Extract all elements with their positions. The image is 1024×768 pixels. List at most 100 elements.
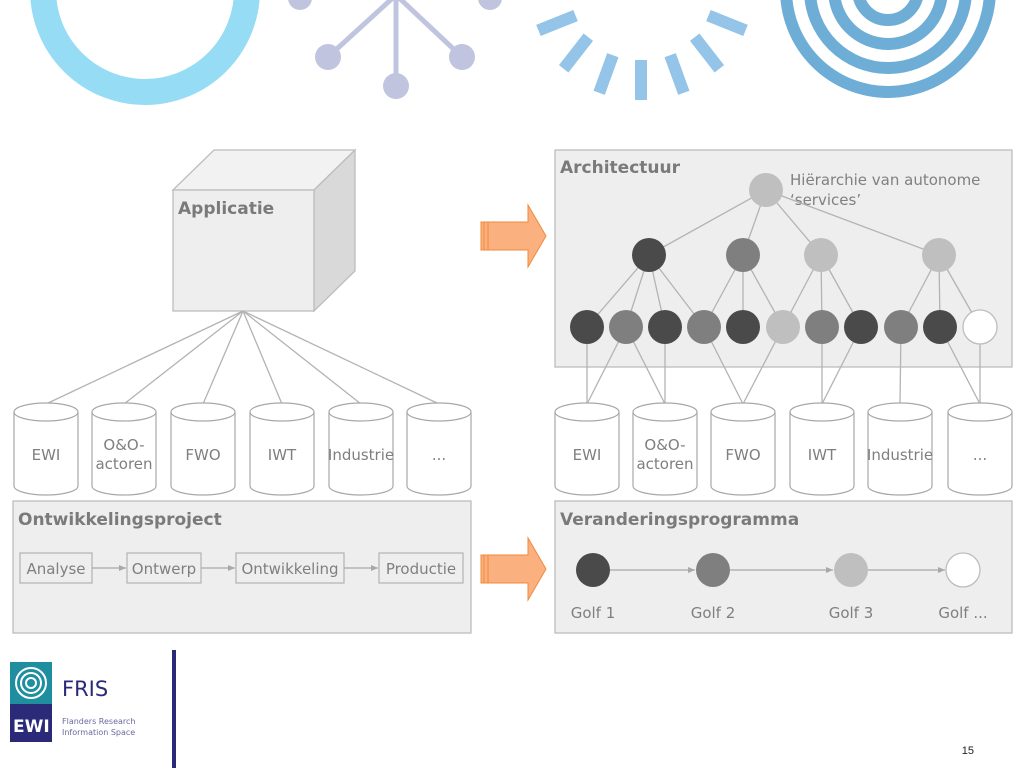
left-database-2: FWO	[170, 402, 236, 496]
right-database-5: ...	[947, 402, 1013, 496]
program-title: Veranderingsprogramma	[560, 510, 799, 530]
cylinder-body	[789, 412, 855, 496]
application-label: Applicatie	[178, 199, 274, 219]
logo-tagline-2: Information Space	[62, 728, 135, 737]
wave-node	[696, 553, 730, 587]
cylinder-body	[406, 412, 472, 496]
database-label: ...	[973, 446, 987, 464]
database-label: IWT	[268, 446, 297, 464]
project-step-2: Ontwikkeling	[235, 552, 345, 584]
application-link-3	[242, 310, 283, 405]
left-database-4: Industrie	[328, 402, 394, 496]
service-node-l2-1	[609, 310, 643, 344]
database-label: actoren	[95, 455, 152, 473]
database-label: IWT	[808, 446, 837, 464]
logo-tagline-1: Flanders Research	[62, 717, 136, 726]
decorative-header	[30, 0, 996, 105]
service-node-l1-3	[922, 238, 956, 272]
service-node-l2-3	[687, 310, 721, 344]
wave-node	[834, 553, 868, 587]
page-number: 15	[961, 745, 974, 757]
cylinder-body	[710, 412, 776, 496]
network-star-decoration	[288, 0, 502, 99]
cylinder-body	[249, 412, 315, 496]
transform-arrow-top	[480, 203, 547, 269]
cylinder-body	[554, 412, 620, 496]
project-step-1: Ontwerp	[126, 552, 202, 584]
database-label: O&O-	[103, 436, 144, 454]
cylinder-body	[632, 412, 698, 496]
database-label: FWO	[725, 446, 760, 464]
service-tree-nodes	[570, 173, 998, 345]
left-database-3: IWT	[249, 402, 315, 496]
sun-rays-decoration	[536, 9, 748, 100]
cylinder-body	[328, 412, 394, 496]
database-label: Industrie	[867, 446, 933, 464]
spiral-decoration	[780, 0, 996, 98]
cylinder-top	[170, 402, 236, 422]
service-node-l1-1	[726, 238, 760, 272]
program-wave-3: Golf ...	[938, 552, 988, 622]
cylinder-top	[328, 402, 394, 422]
left-databases: EWI O&O-actoren FWO IWT Industrie...	[13, 402, 472, 496]
cylinder-top	[710, 402, 776, 422]
tree-link	[648, 189, 767, 256]
logo-name: FRIS	[62, 677, 108, 701]
cylinder-top	[249, 402, 315, 422]
cylinder-top	[13, 402, 79, 422]
program-panel: Veranderingsprogramma	[554, 500, 1013, 634]
project-step-label: Ontwikkeling	[241, 560, 338, 578]
service-node-l1-2	[804, 238, 838, 272]
database-label: actoren	[636, 455, 693, 473]
application-links	[45, 310, 440, 405]
database-label: O&O-	[644, 436, 685, 454]
logo-divider	[172, 650, 176, 768]
service-node-l2-7	[844, 310, 878, 344]
service-node-l2-9	[923, 310, 957, 344]
left-database-1: O&O-actoren	[91, 402, 157, 496]
cylinder-top	[947, 402, 1013, 422]
wave-node	[945, 552, 981, 588]
service-node-l2-6	[805, 310, 839, 344]
service-node-root	[749, 173, 783, 207]
application-link-2	[202, 310, 244, 405]
cylinder-top	[867, 402, 933, 422]
program-wave-0: Golf 1	[571, 553, 615, 622]
wave-label: Golf ...	[938, 604, 987, 622]
fris-logo: EWI FRIS Flanders Research Information S…	[10, 662, 170, 750]
cylinder-body	[867, 412, 933, 496]
cylinder-top	[406, 402, 472, 422]
program-wave-2: Golf 3	[829, 553, 873, 622]
transform-arrow-bottom	[480, 536, 547, 602]
right-database-3: IWT	[789, 402, 855, 496]
project-step-label: Ontwerp	[132, 560, 196, 578]
application-link-4	[242, 310, 362, 405]
service-node-l2-8	[884, 310, 918, 344]
database-label: EWI	[32, 446, 61, 464]
logo-org: EWI	[13, 717, 50, 737]
architecture-note-line2: ‘services’	[790, 191, 861, 209]
application-link-1	[123, 310, 244, 405]
database-label: ...	[432, 446, 446, 464]
cylinder-body	[947, 412, 1013, 496]
left-database-5: ...	[406, 402, 472, 496]
application-link-0	[45, 310, 244, 405]
service-node-l2-5	[766, 310, 800, 344]
cylinder-top	[632, 402, 698, 422]
cylinder-top	[554, 402, 620, 422]
database-label: FWO	[185, 446, 220, 464]
project-title: Ontwikkelingsproject	[18, 510, 222, 530]
service-node-l1-0	[632, 238, 666, 272]
service-node-l2-10	[962, 309, 998, 345]
logo-spiral-icon	[15, 667, 47, 699]
database-label: EWI	[573, 446, 602, 464]
cylinder-body	[91, 412, 157, 496]
wave-node	[576, 553, 610, 587]
right-database-4: Industrie	[867, 402, 933, 496]
project-step-0: Analyse	[19, 552, 93, 584]
application-link-5	[242, 310, 440, 405]
project-step-label: Analyse	[26, 560, 85, 578]
service-node-l2-4	[726, 310, 760, 344]
